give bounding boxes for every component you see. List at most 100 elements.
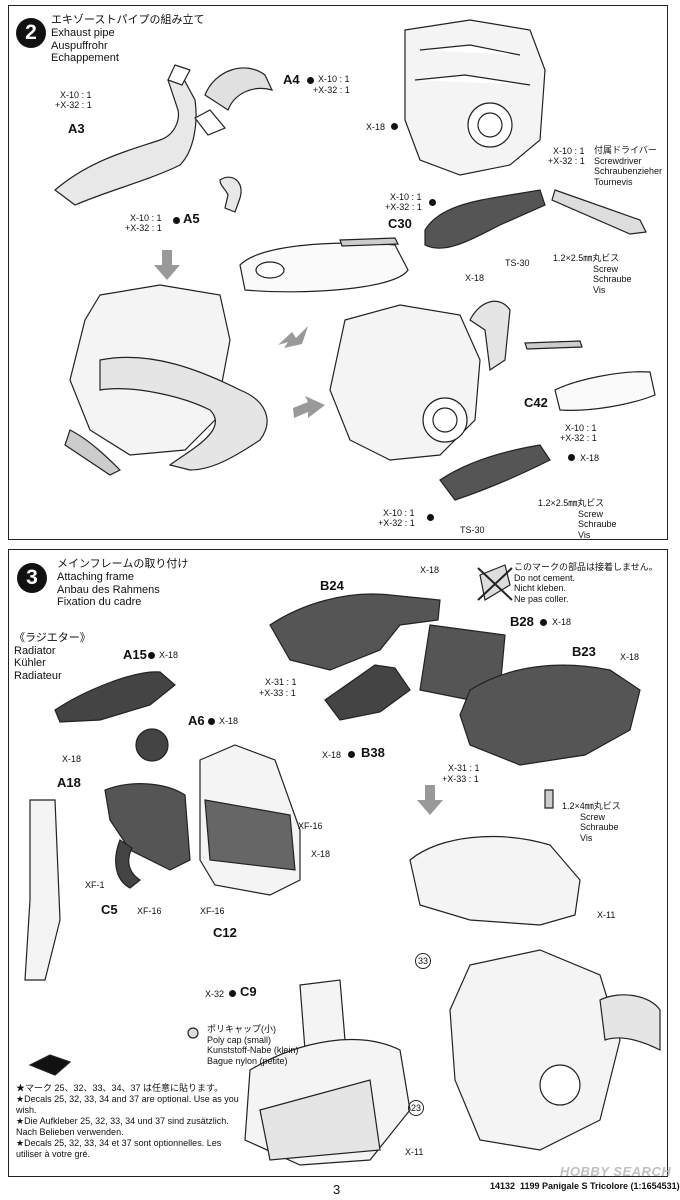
a6-x18-label: X-18 (219, 716, 239, 726)
radiator-block: 《ラジエター》 Radiator Kühler Radiateur (14, 632, 91, 682)
right-ratio-x10: X-10 : 1 (553, 146, 585, 156)
screw2-fr: Vis (578, 529, 591, 540)
screw2-size: 1.2×2.5㎜丸ビス (538, 498, 605, 508)
part-label-a4: A4 (283, 72, 300, 87)
screw1-fr: Vis (593, 284, 606, 295)
bottom-ratio-x10: X-10 : 1 (383, 508, 415, 518)
a4-dot-icon (305, 75, 316, 85)
screwdriver-en: Screwdriver (594, 155, 642, 166)
screwdriver-label-block: 付属ドライバー Screwdriver Schraubenzieher Tour… (594, 145, 662, 187)
screw2-en: Screw (578, 508, 604, 519)
screw3-de: Schraube (580, 822, 619, 832)
b24-ratio-x31: X-31 : 1 (265, 677, 297, 687)
c12-x18-label: X-18 (311, 849, 331, 859)
a18-x18-label: X-18 (62, 754, 82, 764)
part-label-c42: C42 (524, 395, 548, 410)
footer-model: 1199 Panigale S Tricolore (1:1654531) (520, 1181, 680, 1191)
c9-x32-label: X-32 (205, 989, 225, 999)
radiator-jp: 《ラジエター》 (14, 632, 91, 644)
no-cement-en: Do not cement. (514, 572, 576, 583)
decal-note-fr: ★Decals 25, 32, 33, 34 et 37 sont option… (16, 1138, 222, 1159)
part-label-a6: A6 (188, 713, 205, 728)
b24-x18-label: X-18 (420, 565, 440, 575)
no-cement-icon (477, 564, 513, 601)
part-label-b38: B38 (361, 745, 385, 760)
step2-title-en: Exhaust pipe (51, 27, 115, 39)
no-cement-fr: Ne pas coller. (514, 593, 569, 604)
c42-ratio-x32: +X-32 : 1 (560, 433, 597, 443)
a5-ratio-x10: X-10 : 1 (130, 213, 162, 223)
page-number: 3 (333, 1182, 341, 1197)
a3-ratio-x10: X-10 : 1 (60, 90, 92, 100)
c30-ratio-x10: X-10 : 1 (390, 192, 422, 202)
screwdriver-de: Schraubenzieher (594, 166, 663, 176)
c30-ratio-x32: +X-32 : 1 (385, 202, 422, 212)
step2-title-block: エキゾーストパイプの組み立て Exhaust pipe Auspuffrohr … (51, 14, 204, 65)
screw1-de: Schraube (593, 274, 632, 284)
step3-title-block: メインフレームの取り付け Attaching frame Anbau des R… (57, 558, 188, 609)
a3-ratio-x32: +X-32 : 1 (55, 100, 92, 110)
screw1-en: Screw (593, 263, 619, 274)
a4-ratio-x32: +X-32 : 1 (313, 85, 350, 95)
engine-x18-dot-icon (389, 121, 400, 131)
b23-ratio-x31: X-31 : 1 (448, 763, 480, 773)
polycap-jp: ポリキャップ(小) (207, 1024, 276, 1034)
engine-x18-label: X-18 (366, 122, 386, 132)
bottom-dot-icon (425, 512, 436, 522)
b38-dot-icon (346, 749, 357, 759)
c30-x18-label: X-18 (465, 273, 485, 283)
a5-dot-icon (171, 215, 182, 225)
step3-title-en: Attaching frame (57, 571, 135, 583)
part-label-c5: C5 (101, 902, 118, 917)
c12-xf16-label-2: XF-16 (200, 906, 225, 916)
polycap-label-block: ポリキャップ(小) Poly cap (small) Kunststoff-Na… (207, 1024, 298, 1066)
a4-ratio-x10: X-10 : 1 (318, 74, 350, 84)
bottom-x11-label: X-11 (405, 1147, 424, 1157)
a15-x18-label: X-18 (159, 650, 179, 660)
c30-dot-icon (427, 197, 438, 207)
screw1-label-block: 1.2×2.5㎜丸ビス Screw Schraube Vis (553, 253, 632, 295)
c9-dot-icon (227, 988, 238, 998)
polycap-de: Kunststoff-Nabe (klein) (207, 1045, 299, 1055)
c42-x18-label: X-18 (580, 453, 600, 463)
step3-number-badge: 3 (17, 563, 47, 593)
part-label-b24: B24 (320, 578, 344, 593)
bottom-ratio-x32: +X-32 : 1 (378, 518, 415, 528)
right-ratio-x32: +X-32 : 1 (548, 156, 585, 166)
step2-number-badge: 2 (16, 18, 46, 48)
screw2-label-block: 1.2×2.5㎜丸ビス Screw Schraube Vis (538, 498, 617, 540)
a5-ratio-x32: +X-32 : 1 (125, 223, 162, 233)
polycap-fr: Bague nylon (petite) (207, 1055, 288, 1066)
step2-title-jp: エキゾーストパイプの組み立て (51, 14, 205, 26)
b28-dot-icon (538, 617, 549, 627)
watermark-logo: HOBBY SEARCH (560, 1164, 672, 1179)
c5-xf1-label: XF-1 (85, 880, 105, 890)
b38-x18-label: X-18 (322, 750, 342, 760)
bottom-ts30-label: TS-30 (460, 525, 485, 535)
screwdriver-jp: 付属ドライバー (594, 145, 657, 155)
radiator-fr: Radiateur (14, 669, 62, 682)
screw3-label-block: 1.2×4㎜丸ビス Screw Schraube Vis (562, 801, 621, 843)
polycap-en: Poly cap (small) (207, 1034, 272, 1045)
b23-x18-label: X-18 (620, 652, 640, 662)
decal-23-badge: 23 (408, 1100, 424, 1116)
part-label-c30: C30 (388, 216, 412, 231)
part-label-a3: A3 (68, 121, 85, 136)
step3-title-de: Anbau des Rahmens (57, 583, 160, 596)
c5-xf16-label: XF-16 (137, 906, 162, 916)
c12-xf16-label: XF-16 (298, 821, 323, 831)
step2-title-fr: Echappement (51, 52, 119, 64)
step3-title-fr: Fixation du cadre (57, 596, 142, 608)
step2-title-de: Auspuffrohr (51, 39, 108, 52)
part-label-c12: C12 (213, 925, 237, 940)
part-label-a15: A15 (123, 647, 147, 662)
radiator-en: Radiator (14, 644, 56, 657)
c42-dot-icon (566, 452, 577, 462)
c42-ratio-x10: X-10 : 1 (565, 423, 597, 433)
no-cement-de: Nicht kleben. (514, 583, 567, 593)
part-label-a5: A5 (183, 211, 200, 226)
no-cement-block: このマークの部品は接着しません。 Do not cement. Nicht kl… (514, 562, 658, 604)
part-label-c9: C9 (240, 984, 257, 999)
radiator-de: Kühler (14, 657, 46, 669)
